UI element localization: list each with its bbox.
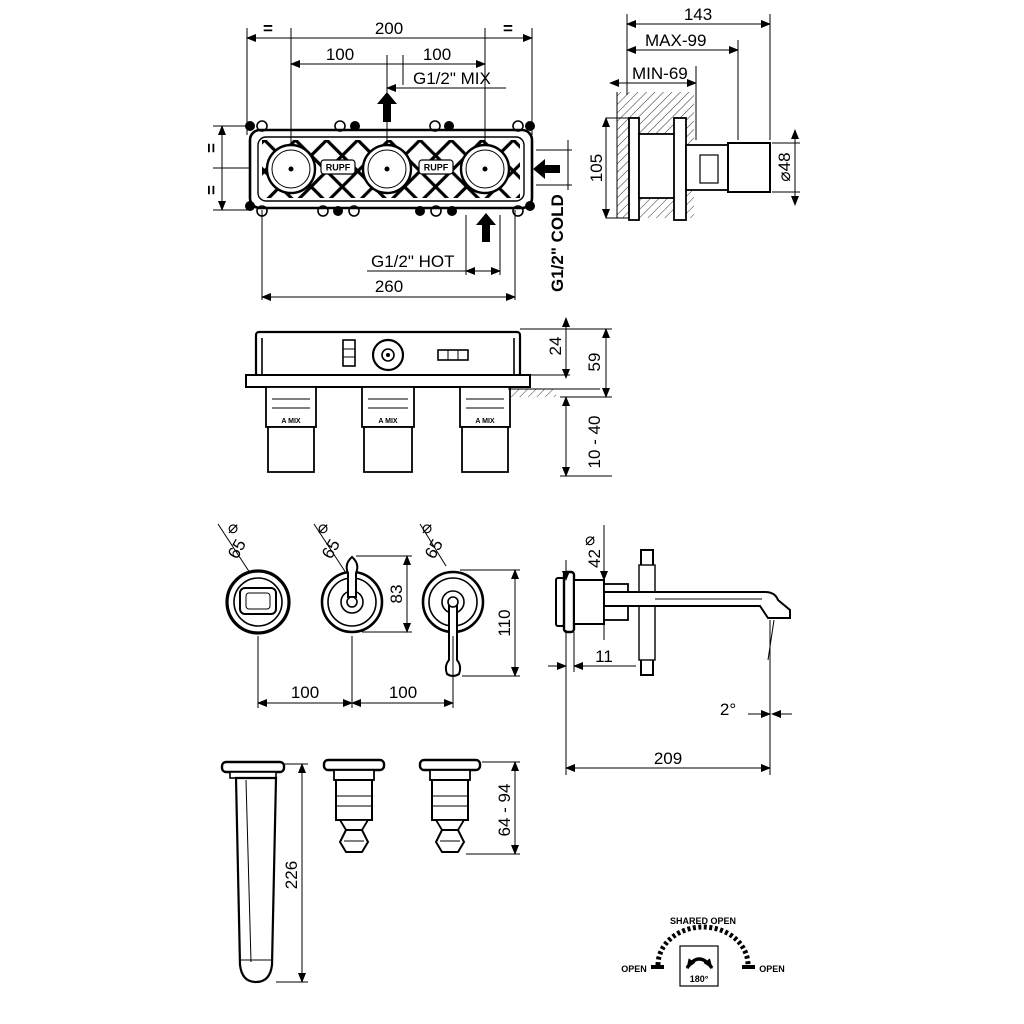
mix-outlet-arrow-icon [377,92,397,122]
dim-spacing-right: 100 [423,45,451,64]
hot-inlet-arrow-icon [476,213,496,242]
spout-diam-symbol: ⌀ [585,530,595,549]
finish-view: ⌀ 65 ⌀ 65 ⌀ 65 83 110 [217,518,520,708]
dim-equal-left: = [263,19,273,38]
dim-total-length: 260 [375,277,403,296]
extension-cross-handle [322,758,386,853]
mounting-lugs [245,120,535,217]
label-mix-connection: G1/2" MIX [413,69,491,88]
dim-front-height: 59 [585,353,604,372]
cold-inlet-arrow-icon [533,159,560,179]
dim-equal-vertical-top: = [202,143,221,153]
cartridge-label-center: A MIX [378,418,398,425]
label-cold-connection: G1/2" COLD [548,194,567,292]
spout-view: ⌀ 42 11 2° 209 [548,525,792,775]
dim-min-depth: MIN-69 [632,64,688,83]
top-view: 200 = = 100 100 G1/2" MIX G1/2" HOT 260 … [202,19,572,301]
front-view: A MIX A MIX A MIX 24 59 10 - 40 [245,317,612,477]
dim-front-top: 24 [546,337,565,356]
cartridges: A MIX A MIX A MIX [265,386,511,473]
dim-finish-spacing-right: 100 [389,683,417,702]
dim-lever-height: 110 [495,609,514,636]
cartridge-label-right: A MIX [475,418,495,425]
dim-spout-projection: 209 [654,749,682,768]
dim-max-depth: MAX-99 [645,31,706,50]
dim-handle-height: 83 [387,585,406,604]
label-open-left: OPEN [621,964,647,974]
wall-box-outline [248,128,534,210]
dim-extension-range: 64 - 94 [495,784,514,837]
dim-equal-vertical-bottom: = [202,185,221,195]
dim-spout-length: 226 [282,861,301,889]
label-open-right: OPEN [759,964,785,974]
logo-text-left: RUPF [326,163,351,173]
dim-spout-diameter: 42 [585,549,604,568]
spout-body [234,776,278,984]
dim-side-diameter: ⌀48 [775,152,794,181]
rotation-diagram: SHARED OPEN OPEN OPEN 180° [621,916,785,987]
dim-diameter-2: 65 [318,536,344,562]
dim-overall-width: 200 [375,19,403,38]
rotation-arrow-icon [685,957,714,970]
dim-spout-angle: 2° [720,700,736,719]
diam-symbol-1: ⌀ [228,518,238,537]
diam-symbol-2: ⌀ [318,518,328,537]
dim-front-range: 10 - 40 [585,416,604,469]
label-rotation-angle: 180° [690,974,709,984]
dim-spacing-left: 100 [326,45,354,64]
label-hot-connection: G1/2" HOT [371,252,455,271]
dim-side-height: 105 [587,154,606,182]
diam-symbol-3: ⌀ [422,518,432,537]
dim-equal-right: = [503,19,513,38]
label-shared-open: SHARED OPEN [670,916,736,926]
dim-diameter-3: 65 [421,536,447,562]
extension-lever-handle [418,758,482,853]
cartridge-label-left: A MIX [281,418,301,425]
dim-finish-spacing-left: 100 [291,683,319,702]
valve-ports [265,143,511,195]
logo-text-right: RUPF [424,163,449,173]
side-view: 143 MAX-99 MIN-69 105 ⌀48 [587,5,800,221]
dim-depth-total: 143 [684,5,712,24]
dim-spout-flange: 11 [595,647,613,666]
parts-view: 226 64 - 94 [220,758,520,984]
